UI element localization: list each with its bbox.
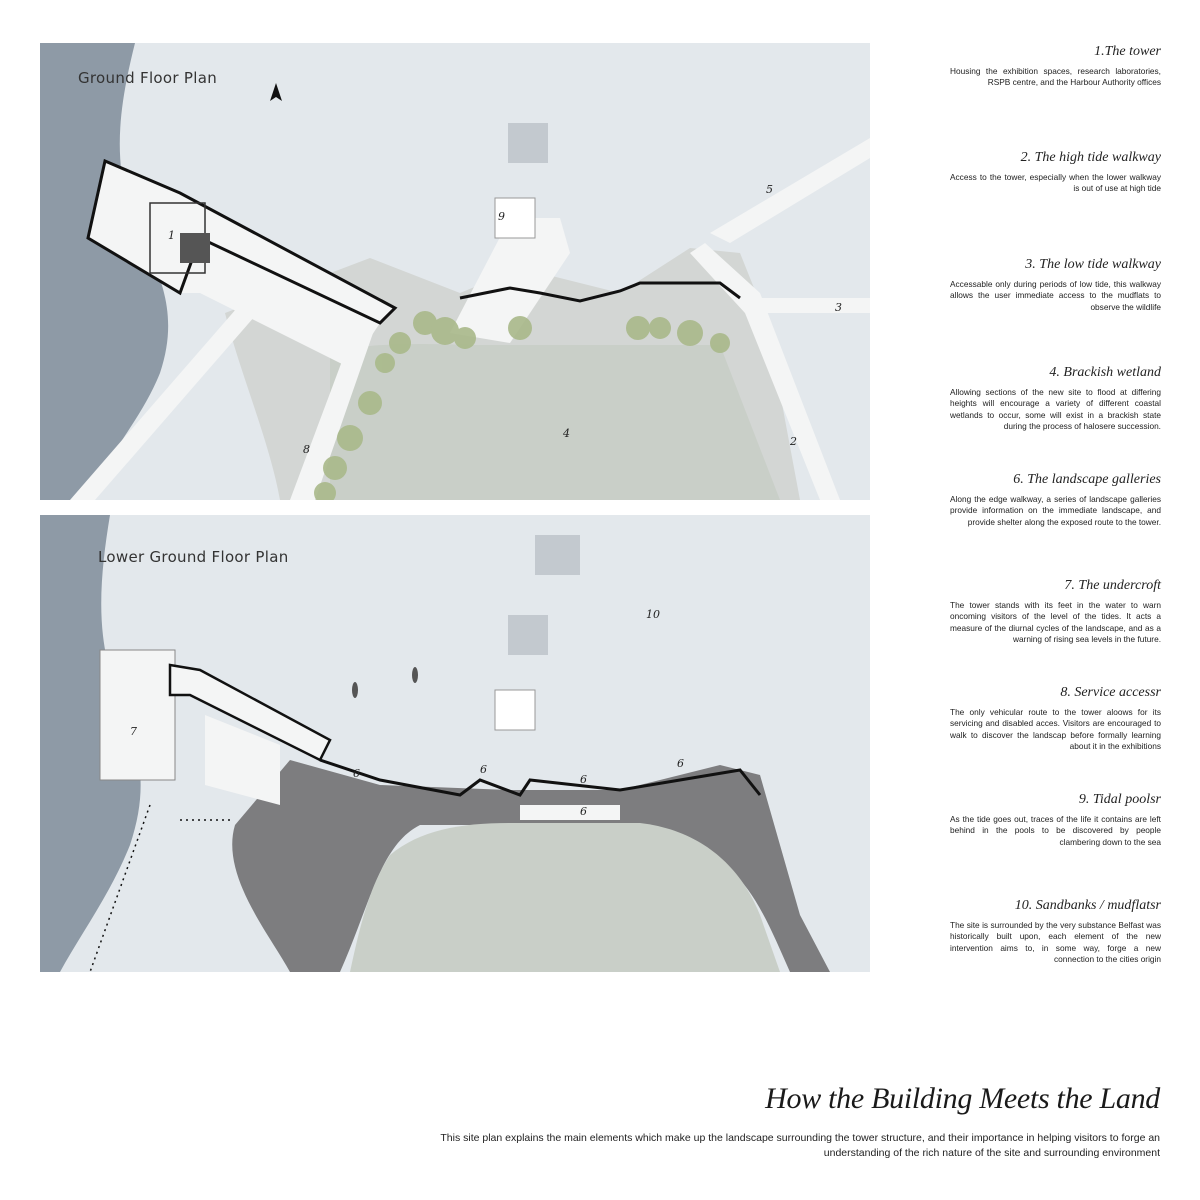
ground-floor-drawing — [40, 43, 870, 500]
legend-text: Accessable only during periods of low ti… — [950, 279, 1161, 312]
legend-text: The only vehicular route to the tower al… — [950, 707, 1161, 751]
legend-item: 6. The landscape galleries Along the edg… — [950, 472, 1161, 528]
label-tower: 1 — [168, 229, 175, 242]
legend-item: 8. Service accessr The only vehicular ro… — [950, 685, 1161, 752]
ground-floor-plan: Ground Floor Plan 1 2 3 4 5 8 9 — [40, 43, 870, 500]
label-walkway-5: 5 — [766, 183, 773, 196]
label-gallery-b: 6 — [480, 763, 487, 776]
legend-text: Housing the exhibition spaces, research … — [950, 66, 1161, 88]
legend-text: As the tide goes out, traces of the life… — [950, 814, 1161, 847]
label-service-access: 8 — [303, 443, 310, 456]
legend-text: The tower stands with its feet in the wa… — [950, 600, 1161, 644]
legend-item: 10. Sandbanks / mudflatsr The site is su… — [950, 898, 1161, 965]
label-gallery-c: 6 — [580, 773, 587, 786]
legend-item: 1.The tower Housing the exhibition space… — [950, 44, 1161, 89]
legend-text: Access to the tower, especially when the… — [950, 172, 1161, 194]
label-tidal-pools: 9 — [498, 210, 505, 223]
label-gallery-e: 6 — [580, 805, 587, 818]
legend-item: 3. The low tide walkway Accessable only … — [950, 257, 1161, 313]
ground-floor-plan-title: Ground Floor Plan — [78, 69, 218, 87]
legend-heading: 9. Tidal poolsr — [1078, 792, 1161, 807]
legend-item: 9. Tidal poolsr As the tide goes out, tr… — [950, 792, 1161, 848]
legend-text: Along the edge walkway, a series of land… — [950, 494, 1161, 527]
legend-heading: 6. The landscape galleries — [1013, 472, 1161, 487]
lower-ground-floor-drawing — [40, 515, 831, 972]
page-title: How the Building Meets the Land — [765, 1082, 1160, 1115]
legend-text: The site is surrounded by the very subst… — [950, 920, 1161, 964]
lower-ground-floor-plan-title: Lower Ground Floor Plan — [98, 548, 289, 566]
label-gallery-a: 6 — [353, 767, 360, 780]
legend-item: 7. The undercroft The tower stands with … — [950, 578, 1161, 645]
legend-heading: 3. The low tide walkway — [1025, 257, 1161, 272]
legend-heading: 2. The high tide walkway — [1020, 150, 1161, 165]
page-description: This site plan explains the main element… — [440, 1132, 1160, 1159]
label-undercroft: 7 — [130, 725, 137, 738]
legend-heading: 4. Brackish wetland — [1049, 365, 1161, 380]
legend-heading: 1.The tower — [1094, 44, 1161, 59]
label-gallery-d: 6 — [677, 757, 684, 770]
lower-ground-floor-plan: Lower Ground Floor Plan 6 6 6 6 6 7 10 — [40, 515, 870, 972]
label-sandbanks: 10 — [646, 608, 660, 621]
legend-heading: 7. The undercroft — [1064, 578, 1161, 593]
legend-item: 2. The high tide walkway Access to the t… — [950, 150, 1161, 195]
legend-item: 4. Brackish wetland Allowing sections of… — [950, 365, 1161, 432]
label-brackish-wetland: 4 — [563, 427, 570, 440]
legend-heading: 8. Service accessr — [1060, 685, 1161, 700]
legend-heading: 10. Sandbanks / mudflatsr — [1014, 898, 1161, 913]
label-high-tide-walkway: 2 — [790, 435, 797, 448]
legend-text: Allowing sections of the new site to flo… — [950, 387, 1161, 431]
label-low-tide-walkway: 3 — [835, 301, 842, 314]
